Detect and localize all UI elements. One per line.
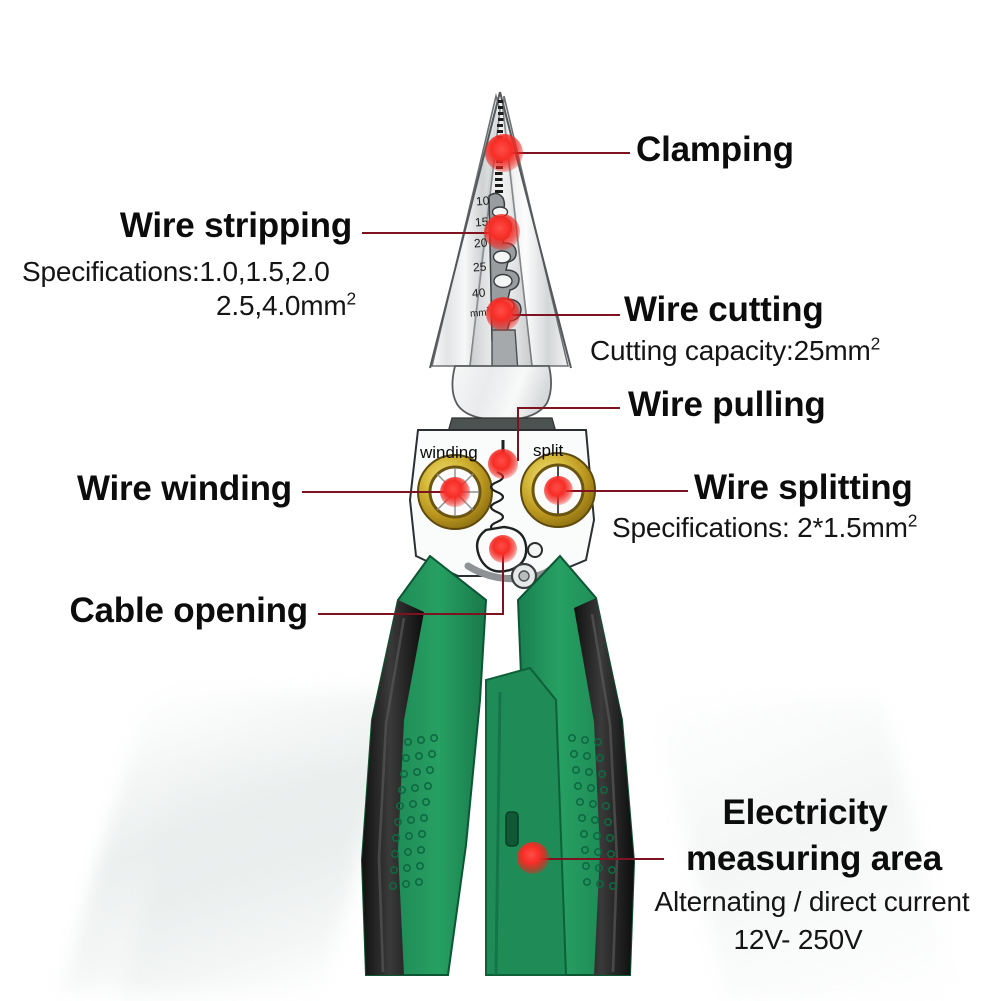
- right-handle-green: [516, 554, 636, 976]
- cable-opening-small-hole: [527, 542, 543, 558]
- hotspot-wire-splitting[interactable]: [544, 476, 573, 505]
- callout-wire-pulling: Wire pulling: [628, 385, 826, 425]
- callout-cable-opening-title: Cable opening: [69, 591, 308, 630]
- hotspot-clamping[interactable]: [485, 134, 523, 172]
- callout-wire-stripping: Wire stripping: [20, 206, 352, 246]
- gauge-mark-25: 25: [472, 259, 487, 275]
- right-handle-black-grip: [574, 598, 634, 975]
- electricity-tester-panel: [485, 666, 568, 976]
- gauge-mark-40: 40: [471, 285, 486, 301]
- right-handle-grip-highlight: [590, 613, 619, 973]
- callout-clamping-title: Clamping: [636, 130, 794, 169]
- callout-wire-stripping-sub1: Specifications:1.0,1.5,2.0: [22, 256, 330, 287]
- left-handle-dot-texture: [388, 733, 438, 890]
- leader-wire-cutting: [512, 314, 620, 316]
- pivot-rivet-center: [518, 570, 530, 582]
- callout-electricity-sub1: Alternating / direct current: [654, 886, 970, 917]
- callout-electricity-title-line2: measuring area: [686, 839, 942, 878]
- left-handle-grip-highlight: [377, 617, 406, 973]
- background-reflection-left-2: [122, 760, 378, 1000]
- callout-wire-splitting: Wire splitting Specifications: 2*1.5mm2: [612, 468, 917, 545]
- callout-electricity-measuring: Electricity measuring area Alternating /…: [655, 793, 980, 957]
- leader-cable-opening: [318, 613, 504, 615]
- callout-wire-stripping-specs: Specifications:1.0,1.5,2.0 2.5,4.0mm2: [22, 255, 356, 323]
- leader-clamping: [504, 152, 630, 154]
- head-label-split: split: [533, 441, 564, 460]
- leader-wire-pulling: [517, 407, 620, 409]
- background-reflection-left: [61, 690, 409, 990]
- pivot-seam: [447, 417, 557, 433]
- hotspot-electricity-measuring[interactable]: [517, 842, 549, 874]
- hotspot-wire-stripping[interactable]: [484, 214, 520, 250]
- callout-wire-splitting-sub: Specifications: 2*1.5mm2: [612, 510, 918, 543]
- pivot-rivet: [510, 562, 538, 590]
- latch-arm: [464, 560, 560, 583]
- callout-wire-cutting-sub: Cutting capacity:25mm2: [590, 333, 881, 366]
- leader-wire-pulling-vertical: [517, 407, 519, 461]
- callout-wire-cutting-title: Wire cutting: [624, 290, 824, 329]
- callout-wire-winding-title: Wire winding: [76, 469, 292, 508]
- pliers-pivot-head: [451, 365, 552, 421]
- hotspot-wire-winding[interactable]: [440, 477, 470, 507]
- hotspot-wire-cutting[interactable]: [486, 297, 520, 331]
- head-label-winding: winding: [420, 443, 478, 462]
- callout-electricity-sub2: 12V- 250V: [733, 924, 863, 955]
- hotspot-wire-pulling[interactable]: [488, 449, 518, 479]
- leader-cable-opening-vertical: [502, 548, 504, 614]
- callout-cable-opening: Cable opening: [66, 591, 308, 631]
- callout-wire-pulling-title: Wire pulling: [628, 385, 826, 424]
- wire-pulling-coil: [489, 470, 505, 544]
- left-handle-black-grip: [362, 600, 424, 975]
- callout-wire-stripping-title: Wire stripping: [119, 206, 352, 245]
- wire-cutting-blade: [491, 329, 519, 373]
- leader-wire-winding: [302, 491, 452, 493]
- tester-panel-seam: [494, 691, 502, 976]
- callout-electricity-title-line1: Electricity: [722, 793, 888, 832]
- right-handle-dot-texture: [567, 733, 617, 890]
- callout-wire-winding: Wire winding: [60, 469, 292, 509]
- gauge-mark-10: 10: [475, 193, 490, 209]
- callout-clamping: Clamping: [636, 130, 794, 170]
- left-handle-green: [360, 554, 488, 976]
- leader-wire-stripping: [362, 232, 493, 234]
- leader-electricity-measuring: [540, 858, 664, 860]
- callout-wire-splitting-title: Wire splitting: [694, 468, 913, 507]
- callout-wire-stripping-sub2: 2.5,4.0mm2: [216, 288, 356, 321]
- leader-wire-splitting: [566, 490, 688, 492]
- hotspot-cable-opening[interactable]: [489, 535, 517, 563]
- tester-contact-window: [505, 811, 519, 847]
- callout-wire-cutting: Wire cutting Cutting capacity:25mm2: [590, 290, 880, 368]
